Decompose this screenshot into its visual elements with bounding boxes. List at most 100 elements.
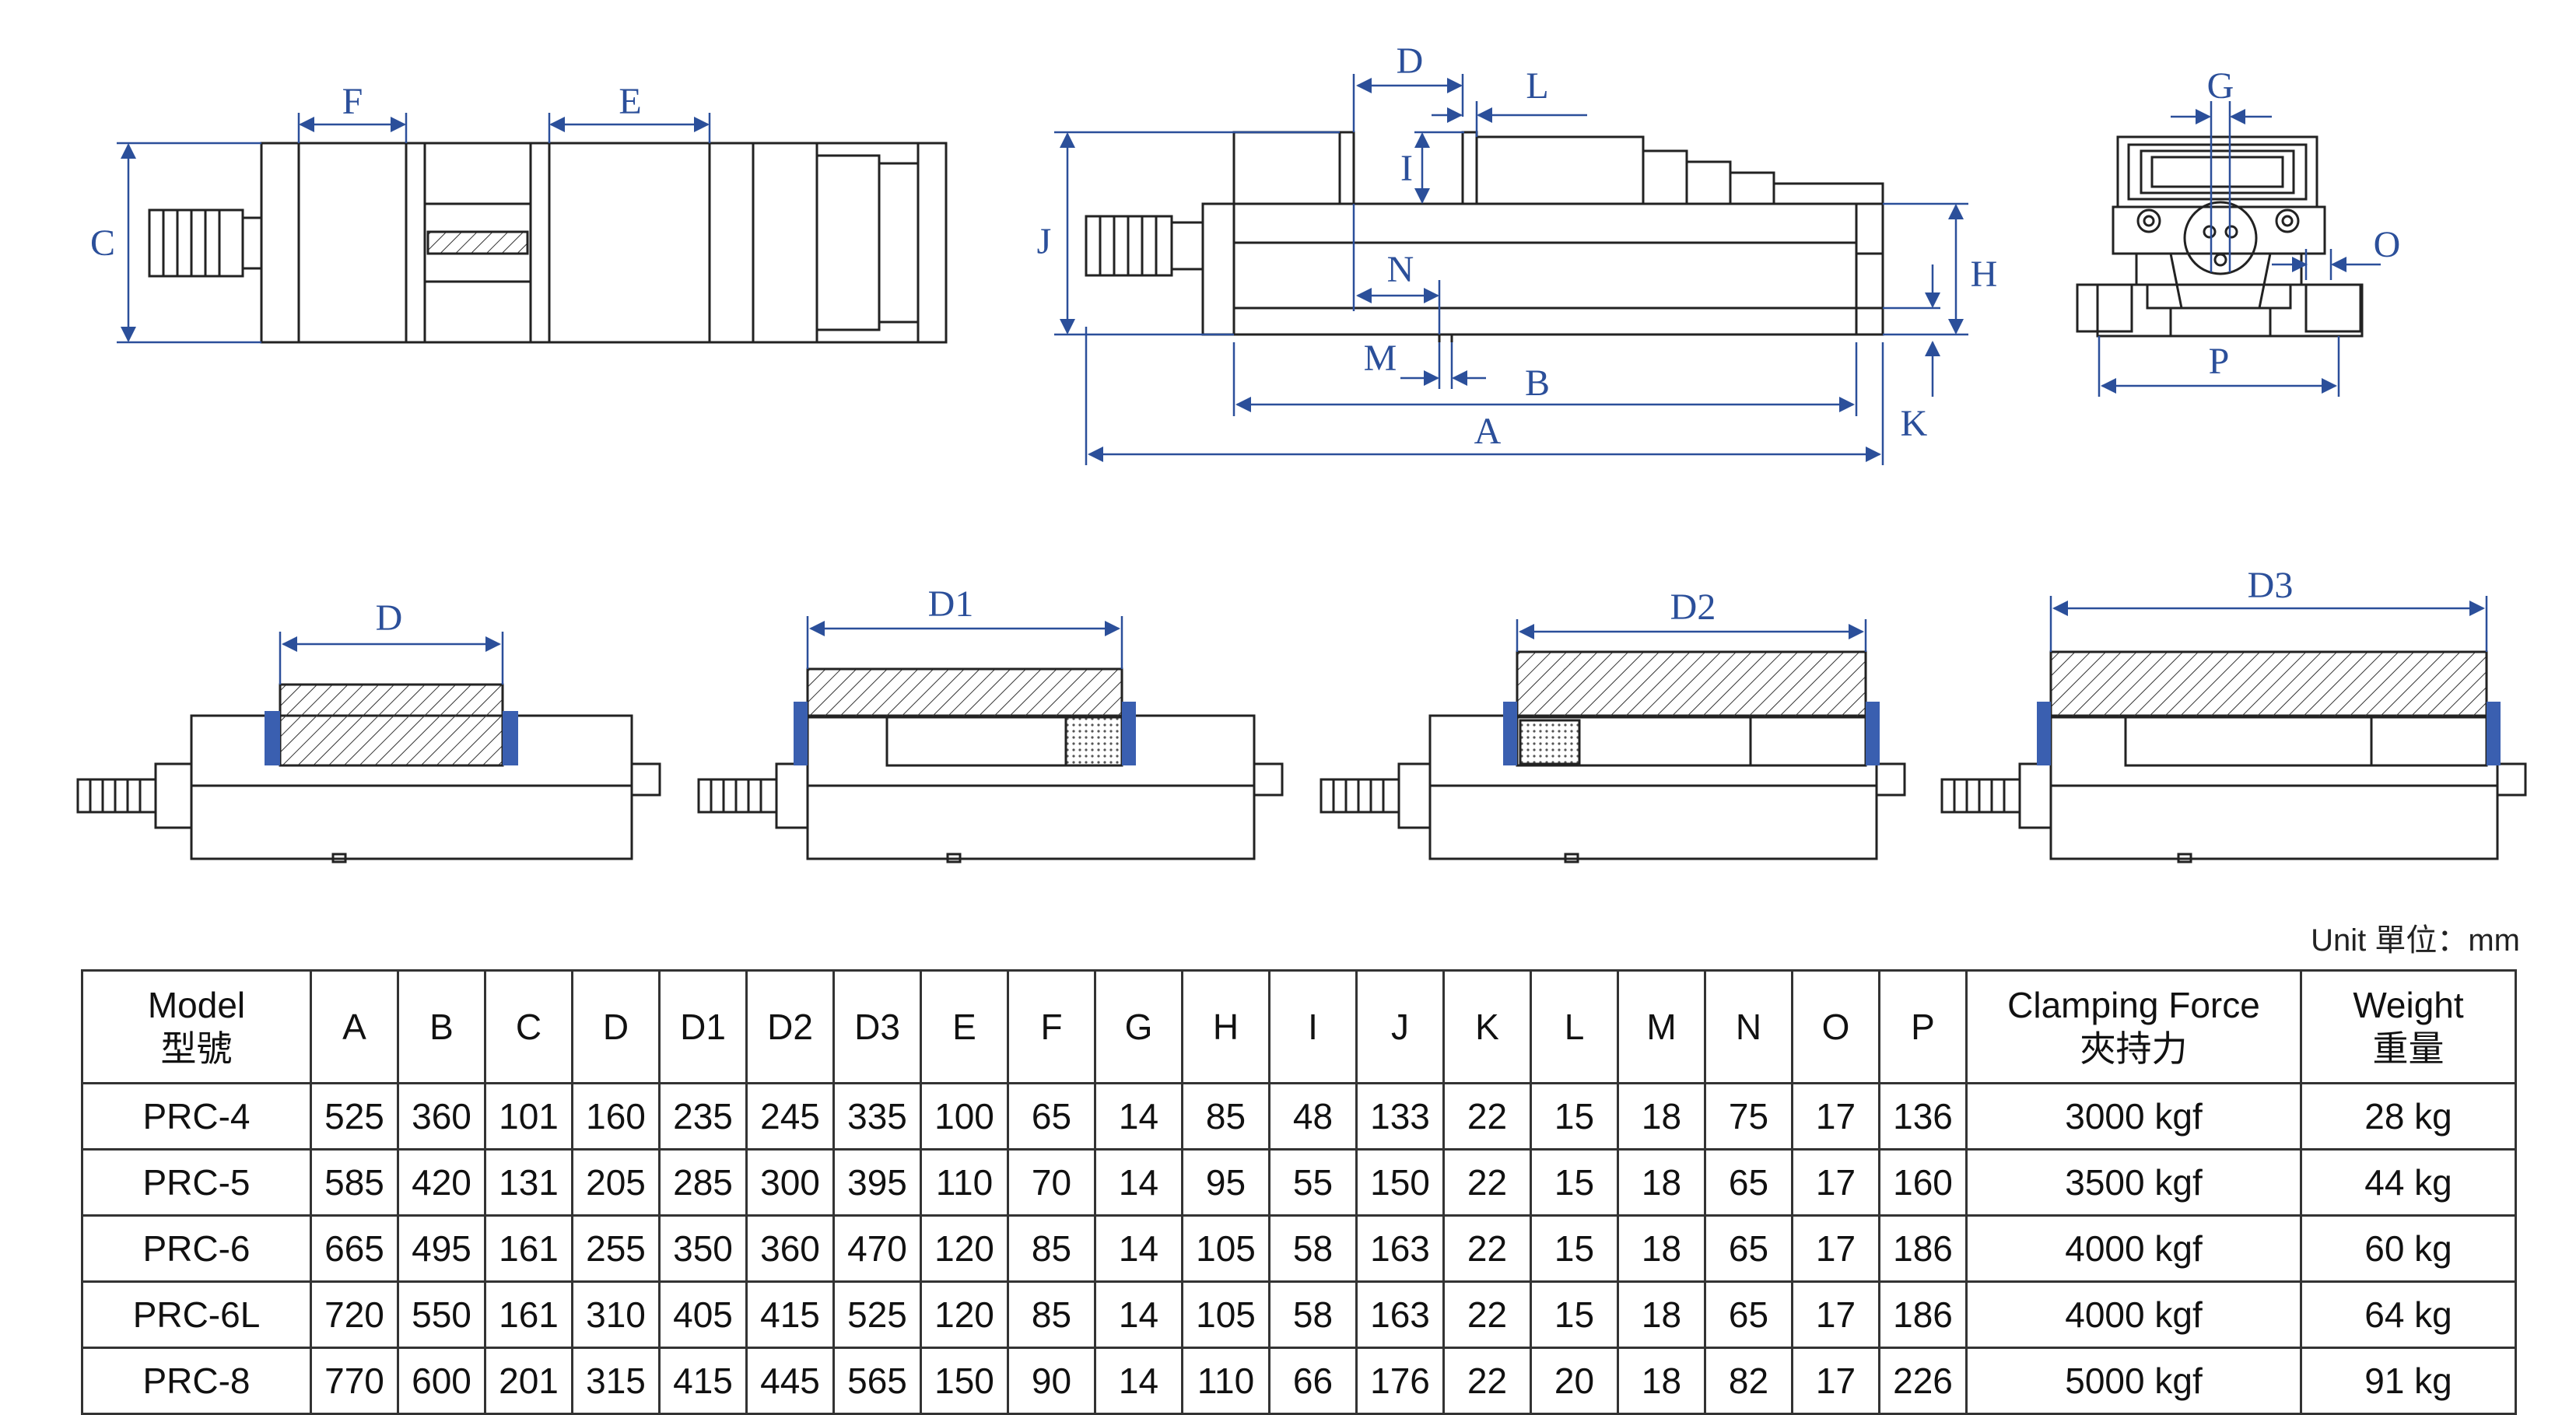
column-header-l: L xyxy=(1530,969,1619,1084)
table-cell: 17 xyxy=(1791,1347,1880,1415)
table-cell: 75 xyxy=(1704,1082,1793,1151)
table-cell: 22 xyxy=(1442,1148,1532,1217)
table-cell: 18 xyxy=(1617,1082,1706,1151)
table-cell: 550 xyxy=(397,1280,486,1349)
table-cell: 136 xyxy=(1878,1082,1968,1151)
top-view-drawing xyxy=(148,142,948,344)
table-cell: 133 xyxy=(1355,1082,1445,1151)
table-cell: 445 xyxy=(745,1347,835,1415)
table-cell: 600 xyxy=(397,1347,486,1415)
table-cell: PRC-8 xyxy=(81,1347,312,1415)
table-cell: 65 xyxy=(1007,1082,1096,1151)
column-header-text: O xyxy=(1821,1007,1850,1047)
label-B: B xyxy=(1525,363,1550,404)
label-J: J xyxy=(1037,221,1052,262)
table-cell: 415 xyxy=(658,1347,748,1415)
column-header-e: E xyxy=(920,969,1009,1084)
label-M: M xyxy=(1364,338,1397,379)
label-L: L xyxy=(1526,65,1548,107)
table-cell: 18 xyxy=(1617,1280,1706,1349)
table-cell: 22 xyxy=(1442,1214,1532,1283)
column-header-d: D xyxy=(571,969,661,1084)
label-K: K xyxy=(1901,403,1928,444)
table-cell: 22 xyxy=(1442,1347,1532,1415)
side-view-dimensions xyxy=(1054,74,1968,465)
table-cell: 161 xyxy=(484,1214,573,1283)
table-cell: 17 xyxy=(1791,1148,1880,1217)
table-cell: 91 kg xyxy=(2300,1347,2517,1415)
table-cell: 335 xyxy=(832,1082,922,1151)
table-cell: 310 xyxy=(571,1280,661,1349)
table-cell: 14 xyxy=(1094,1280,1183,1349)
table-cell: 101 xyxy=(484,1082,573,1151)
column-header-d1: D1 xyxy=(658,969,748,1084)
table-cell: 110 xyxy=(920,1148,1009,1217)
table-cell: 255 xyxy=(571,1214,661,1283)
column-header-text: 夾持力 xyxy=(2080,1028,2188,1069)
column-header-b: B xyxy=(397,969,486,1084)
jaw-view-d3 xyxy=(1940,650,2527,863)
table-cell: 585 xyxy=(310,1148,399,1217)
table-cell: 17 xyxy=(1791,1280,1880,1349)
table-cell: 525 xyxy=(310,1082,399,1151)
table-cell: 420 xyxy=(397,1148,486,1217)
column-header-m: M xyxy=(1617,969,1706,1084)
table-cell: 360 xyxy=(397,1082,486,1151)
table-cell: 163 xyxy=(1355,1280,1445,1349)
column-header-text: G xyxy=(1124,1007,1153,1047)
label-jaw-D2: D2 xyxy=(1670,587,1716,628)
table-cell: 150 xyxy=(1355,1148,1445,1217)
table-cell: 360 xyxy=(745,1214,835,1283)
column-header-text: 型號 xyxy=(160,1028,233,1069)
table-cell: 22 xyxy=(1442,1082,1532,1151)
table-cell: 15 xyxy=(1530,1082,1619,1151)
table-cell: 65 xyxy=(1704,1214,1793,1283)
table-cell: 85 xyxy=(1007,1214,1096,1283)
jaw-view-d2 xyxy=(1320,650,1906,863)
table-cell: 300 xyxy=(745,1148,835,1217)
technical-drawings: F E C xyxy=(76,40,2527,863)
label-A: A xyxy=(1474,411,1502,452)
table-cell: 186 xyxy=(1878,1214,1968,1283)
table-cell: 14 xyxy=(1094,1214,1183,1283)
column-header-text: L xyxy=(1564,1007,1585,1047)
column-header-text: P xyxy=(1911,1007,1935,1047)
column-header-g: G xyxy=(1094,969,1183,1084)
column-header-text: M xyxy=(1646,1007,1677,1047)
jaw-view-d xyxy=(76,683,661,863)
table-cell: 14 xyxy=(1094,1347,1183,1415)
table-cell: 100 xyxy=(920,1082,1009,1151)
jaw-view-d-dimension xyxy=(279,632,504,685)
label-D: D xyxy=(1397,40,1424,82)
table-cell: 95 xyxy=(1181,1148,1270,1217)
jaw-view-d1 xyxy=(697,667,1284,863)
table-cell: 105 xyxy=(1181,1280,1270,1349)
table-cell: 110 xyxy=(1181,1347,1270,1415)
table-cell: 85 xyxy=(1007,1280,1096,1349)
table-cell: 5000 kgf xyxy=(1965,1347,2302,1415)
label-C: C xyxy=(90,222,115,264)
table-cell: 120 xyxy=(920,1280,1009,1349)
table-cell: 205 xyxy=(571,1148,661,1217)
table-cell: 48 xyxy=(1268,1082,1358,1151)
jaw-view-d2-dimension xyxy=(1516,619,1867,652)
table-cell: 525 xyxy=(832,1280,922,1349)
column-header-i: I xyxy=(1268,969,1358,1084)
end-view-dimensions xyxy=(2098,101,2381,397)
label-jaw-D: D xyxy=(376,597,403,639)
table-cell: PRC-5 xyxy=(81,1148,312,1217)
table-cell: 65 xyxy=(1704,1280,1793,1349)
table-cell: 470 xyxy=(832,1214,922,1283)
table-cell: 120 xyxy=(920,1214,1009,1283)
column-header-text: D1 xyxy=(680,1007,726,1047)
label-jaw-D3: D3 xyxy=(2248,565,2294,606)
label-P: P xyxy=(2209,341,2230,382)
